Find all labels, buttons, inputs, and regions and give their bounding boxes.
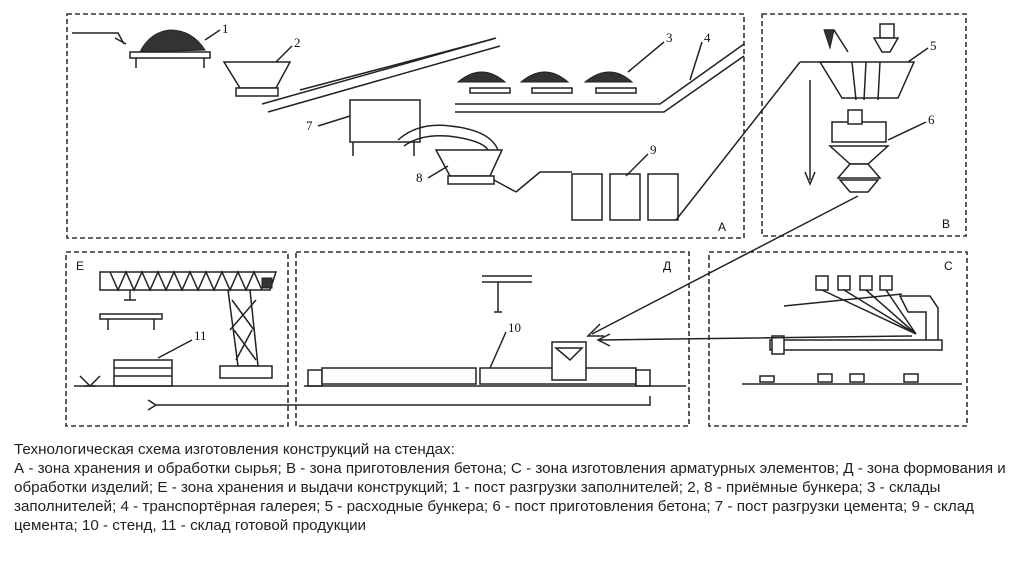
- bridge-crane: [482, 275, 532, 313]
- zone-e-frame: [65, 251, 289, 427]
- zone-a-letter: А: [718, 220, 726, 234]
- label-7: 7: [306, 118, 313, 133]
- label-5: 5: [930, 38, 937, 53]
- aggregate-stockpiles: [456, 71, 637, 94]
- zone-a-frame: [66, 13, 745, 239]
- product-return-line: [147, 396, 651, 411]
- label-11: 11: [194, 328, 207, 343]
- aggregate-unloading-post: [72, 29, 211, 68]
- upper-conveyor: [299, 38, 494, 91]
- figure-caption: Технологическая схема изготовления конст…: [14, 440, 1014, 535]
- gantry-crane: [99, 270, 278, 379]
- label-1: 1: [222, 21, 229, 36]
- cement-unloading-post: [349, 99, 421, 156]
- label-4: 4: [704, 30, 711, 45]
- technological-scheme: А В Е Д С 1 2 3 4 7: [65, 13, 968, 427]
- zone-b-letter: В: [942, 217, 950, 231]
- vertical-flow-arrow: [804, 80, 816, 186]
- transport-gallery: [455, 43, 745, 113]
- supply-hoppers: [800, 23, 916, 101]
- gallery-to-zone-b: [675, 61, 801, 221]
- label-2: 2: [294, 35, 301, 50]
- zone-e-letter: Е: [76, 259, 84, 273]
- cement-warehouse: [571, 173, 679, 221]
- rebar-machines: [769, 275, 943, 355]
- zone-d-letter: Д: [663, 259, 671, 273]
- receiving-hopper-8: [397, 124, 517, 193]
- label-8: 8: [416, 170, 423, 185]
- concrete-mixing-post: [828, 109, 890, 193]
- rebar-stacks: [742, 373, 962, 385]
- label-9: 9: [650, 142, 657, 157]
- receiving-hopper-2: [222, 61, 292, 97]
- label-3: 3: [666, 30, 673, 45]
- caption-title: Технологическая схема изготовления конст…: [14, 441, 455, 458]
- label-6: 6: [928, 112, 935, 127]
- finished-goods-stack: [79, 359, 173, 388]
- rebar-delivery-arrow: [596, 333, 913, 347]
- casting-bed: [307, 341, 651, 387]
- cement-feed-line: [515, 171, 572, 193]
- zone-c-letter: С: [944, 259, 953, 273]
- zone-b-frame: [761, 13, 967, 237]
- concrete-delivery-arrow: [586, 195, 859, 337]
- label-10: 10: [508, 320, 521, 335]
- caption-body: А - зона хранения и обработки сырья; В -…: [14, 460, 1006, 534]
